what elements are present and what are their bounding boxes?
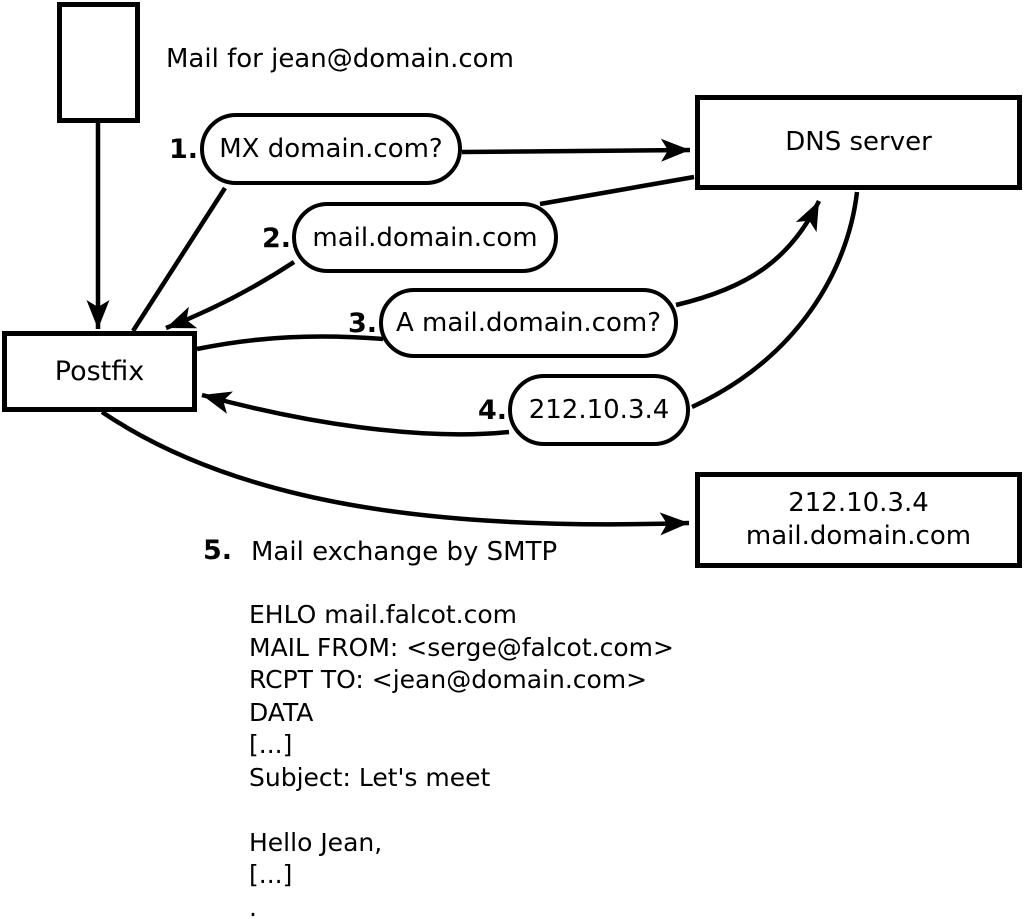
- step2-label: mail.domain.com: [312, 222, 538, 253]
- step4-a-answer-pill: 212.10.3.4: [508, 374, 690, 446]
- mail-server-labels: 212.10.3.4 mail.domain.com: [746, 487, 971, 553]
- arrow-postfix-to-mailserver: [100, 410, 690, 536]
- line-postfix-to-step3: [196, 334, 384, 352]
- step1-number: 1.: [168, 134, 198, 165]
- step1-mx-query-pill: MX domain.com?: [200, 113, 462, 185]
- arrow-step4-to-postfix: [201, 391, 510, 437]
- smtp-session-transcript: EHLO mail.falcot.com MAIL FROM: <serge@f…: [249, 599, 674, 919]
- step5-label: Mail exchange by SMTP: [251, 537, 558, 567]
- node-mail-server: 212.10.3.4 mail.domain.com: [695, 472, 1022, 568]
- node-postfix: Postfix: [2, 331, 197, 412]
- smtp-line-blank: [249, 794, 674, 827]
- step3-label: A mail.domain.com?: [396, 308, 661, 338]
- step3-number: 3.: [347, 308, 377, 339]
- dns-server-label: DNS server: [785, 127, 932, 157]
- smtp-line: DATA: [249, 697, 314, 727]
- smtp-line: EHLO mail.falcot.com: [249, 600, 518, 629]
- smtp-line: Hello Jean,: [249, 827, 383, 857]
- step1-label: MX domain.com?: [219, 134, 443, 164]
- postfix-label: Postfix: [54, 356, 145, 387]
- step4-label: 212.10.3.4: [528, 395, 670, 425]
- step2-mx-answer-pill: mail.domain.com: [292, 202, 558, 273]
- smtp-line: MAIL FROM: <serge@falcot.com>: [249, 632, 674, 662]
- arrow-step1-to-dns: [461, 138, 691, 162]
- node-dns-server: DNS server: [695, 95, 1022, 190]
- line-dns-to-step4: [691, 191, 860, 410]
- smtp-line: RCPT TO: <jean@domain.com>: [249, 665, 648, 694]
- mail-server-ip: 212.10.3.4: [788, 488, 929, 518]
- diagram-title: Mail for jean@domain.com: [166, 44, 514, 74]
- step3-a-query-pill: A mail.domain.com?: [379, 288, 678, 358]
- arrow-step2-to-postfix: [165, 260, 296, 331]
- smtp-line: [...]: [249, 730, 293, 759]
- step4-number: 4.: [477, 395, 507, 426]
- step2-number: 2.: [261, 223, 291, 254]
- step5-number: 5.: [202, 535, 232, 566]
- smtp-line: Subject: Let's meet: [249, 762, 491, 792]
- smtp-line: .: [249, 892, 257, 919]
- mail-server-hostname: mail.domain.com: [745, 521, 972, 551]
- line-postfix-to-step1: [131, 186, 227, 333]
- smtp-line: [...]: [249, 860, 293, 889]
- mail-message-icon: [57, 2, 140, 123]
- line-dns-to-step2: [539, 174, 695, 207]
- arrow-step3-to-dns: [675, 200, 822, 308]
